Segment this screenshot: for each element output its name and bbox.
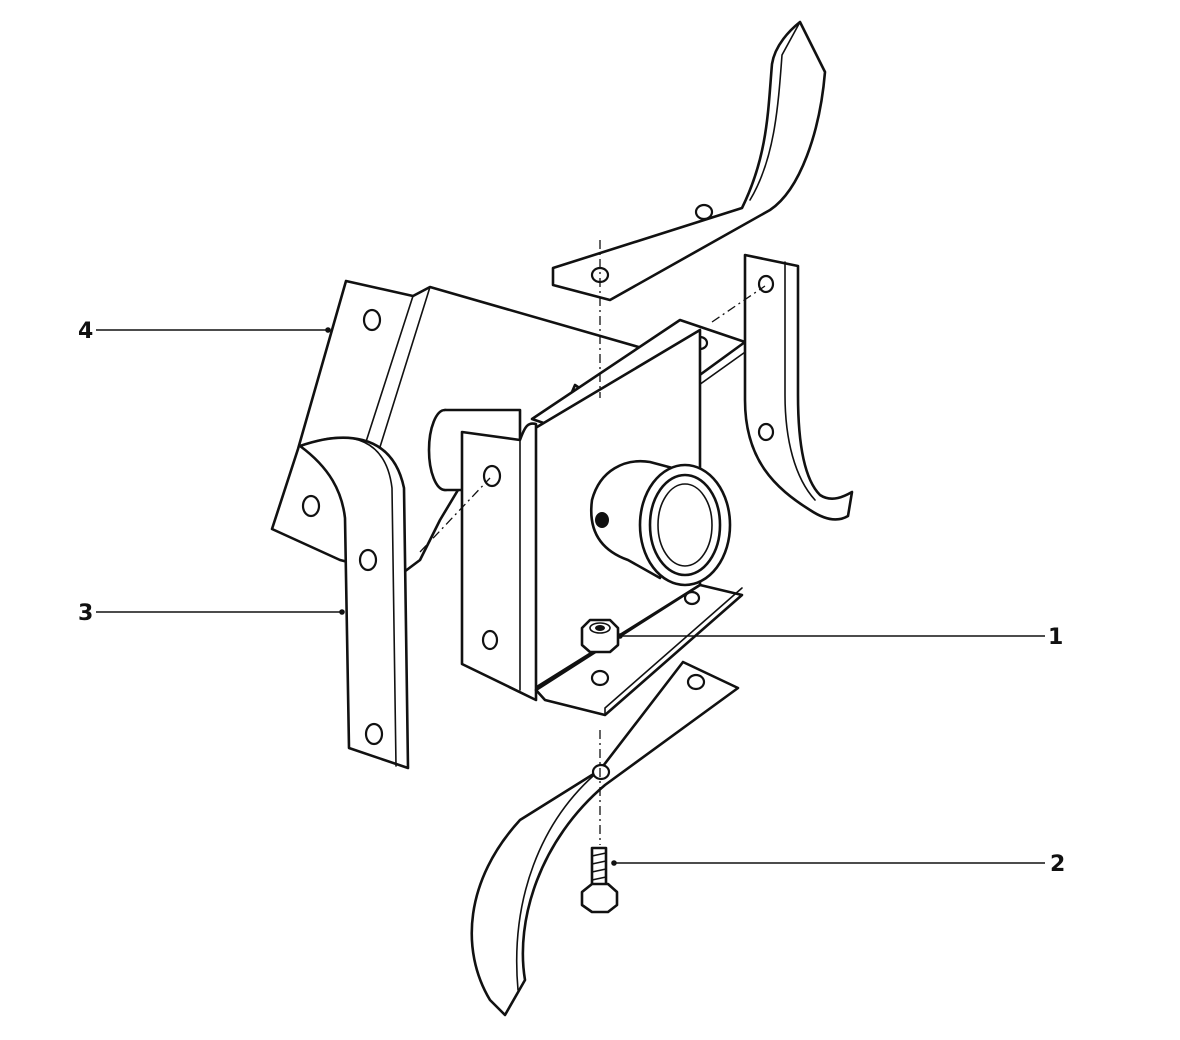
left-tine-blade: [298, 436, 410, 770]
lower-tine-blade: [470, 660, 740, 1017]
hex-nut: [580, 618, 620, 654]
upper-tine-blade: [551, 20, 827, 302]
assembly-center-lines: [419, 240, 766, 845]
callout-label-3: 3: [78, 601, 93, 626]
callout-label-1: 1: [1048, 625, 1063, 650]
callout-label-2: 2: [1050, 852, 1065, 877]
callout-leaders: [96, 327, 1045, 866]
right-tine-blade: [743, 253, 854, 521]
hex-bolt: [580, 846, 619, 914]
callout-label-4: 4: [78, 319, 93, 344]
central-housing: [427, 318, 749, 717]
